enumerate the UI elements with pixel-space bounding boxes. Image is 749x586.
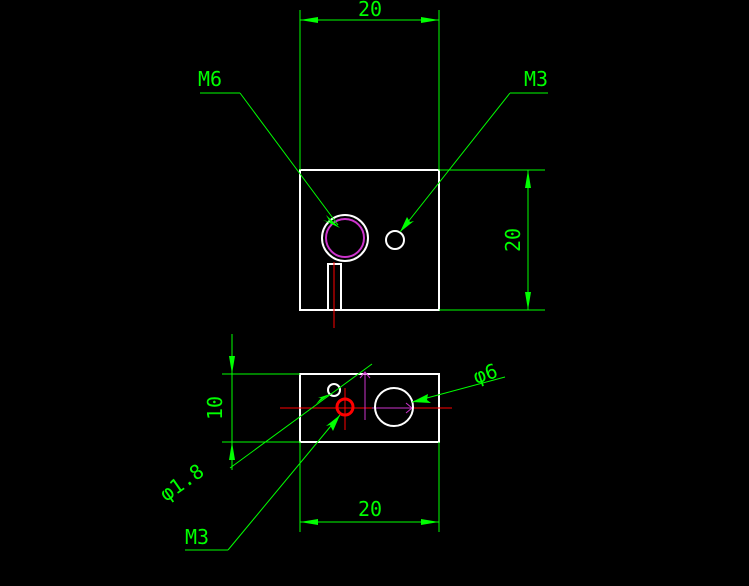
phi6-leader-label: φ6: [470, 358, 500, 388]
top-width-dimension-text: 20: [358, 0, 382, 21]
phi6-leader-arrow: [412, 394, 431, 403]
m6-hole-thread: [325, 218, 365, 258]
m3-leader-label: M3: [524, 67, 548, 91]
front-width-arrow-left: [300, 519, 318, 525]
m6-leader-label: M6: [198, 67, 222, 91]
front-view: 10 20 φ6 φ1.8 M3: [155, 334, 506, 551]
top-height-dimension-text: 20: [501, 228, 525, 252]
m3-thread-hole: [335, 397, 355, 417]
m6-leader-line: [239, 92, 339, 226]
phi1-8-leader-line: [229, 363, 373, 469]
front-magenta-marker-arrow-up: [359, 371, 371, 379]
m6-hole-outer: [321, 214, 369, 262]
m3-hole: [385, 230, 405, 250]
phi1-8-leader-arrow: [316, 394, 330, 404]
phi6-hole: [374, 387, 414, 427]
phi6-leader-line: [411, 376, 506, 403]
top-view-outline: [299, 169, 440, 311]
m3-front-leader-arrow: [326, 415, 340, 431]
front-height-dimension-text: 10: [203, 396, 227, 420]
top-height-arrow-bottom: [525, 292, 531, 310]
top-width-arrow-left: [300, 17, 318, 23]
front-height-arrow-top: [229, 356, 235, 374]
m3-leader-arrow: [400, 217, 414, 232]
m3-leader-line: [399, 92, 511, 233]
m3-front-leader-label: M3: [185, 525, 209, 549]
top-view: 20 20 M6 M3: [198, 0, 548, 328]
top-height-arrow-top: [525, 170, 531, 188]
phi1-8-hole: [327, 383, 341, 397]
front-width-dimension-text: 20: [358, 497, 382, 521]
m6-leader-arrow: [323, 215, 340, 228]
front-width-arrow-right: [421, 519, 439, 525]
front-height-arrow-bottom: [229, 442, 235, 460]
phi1-8-leader-label: φ1.8: [155, 459, 208, 506]
m3-front-leader-line: [227, 414, 341, 551]
top-width-arrow-right: [421, 17, 439, 23]
